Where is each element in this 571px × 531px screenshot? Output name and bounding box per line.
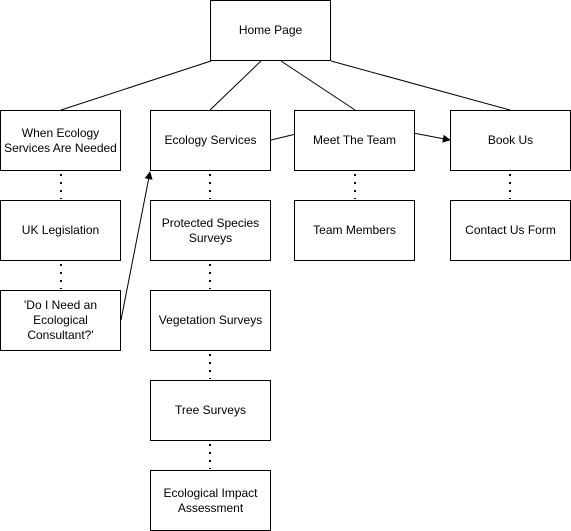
node-label: Ecological Impact Assessment	[163, 485, 258, 515]
node-label: Team Members	[313, 223, 396, 237]
node-book-us: Book Us	[450, 110, 571, 171]
node-label: 'Do I Need an Ecological Consultant?'	[23, 298, 97, 342]
edge-home-book	[330, 60, 511, 111]
edge-home-team	[280, 60, 356, 111]
node-label: Home Page	[238, 23, 303, 37]
node-label: Vegetation Surveys	[158, 313, 263, 327]
node-tree-surveys: Tree Surveys	[150, 380, 271, 441]
dotted-connectors	[60, 174, 511, 469]
edge-need-services-arrow	[120, 171, 153, 321]
node-do-i-need-consultant: 'Do I Need an Ecological Consultant?'	[0, 290, 121, 351]
node-protected-species-surveys: Protected Species Surveys	[150, 200, 271, 261]
node-label: When Ecology Services Are Needed	[4, 125, 117, 155]
node-label: Meet The Team	[313, 133, 396, 147]
node-contact-us-form: Contact Us Form	[450, 200, 571, 261]
node-ecological-impact-assessment: Ecological Impact Assessment	[150, 470, 271, 531]
edge-home-when	[60, 60, 212, 111]
node-ecology-services: Ecology Services	[150, 110, 271, 171]
node-label: Tree Surveys	[175, 403, 246, 417]
edge-home-services	[209, 60, 262, 111]
node-label: Contact Us Form	[465, 223, 556, 237]
node-label: Ecology Services	[164, 133, 257, 147]
node-meet-the-team: Meet The Team	[294, 110, 415, 171]
node-vegetation-surveys: Vegetation Surveys	[150, 290, 271, 351]
home-connectors	[60, 60, 511, 111]
node-when-ecology-services-needed: When Ecology Services Are Needed	[0, 110, 121, 171]
node-label: UK Legislation	[21, 223, 100, 237]
node-home-page: Home Page	[210, 0, 331, 61]
node-label: Book Us	[487, 133, 534, 147]
node-label: Protected Species Surveys	[161, 215, 260, 245]
node-team-members: Team Members	[294, 200, 415, 261]
node-uk-legislation: UK Legislation	[0, 200, 121, 261]
